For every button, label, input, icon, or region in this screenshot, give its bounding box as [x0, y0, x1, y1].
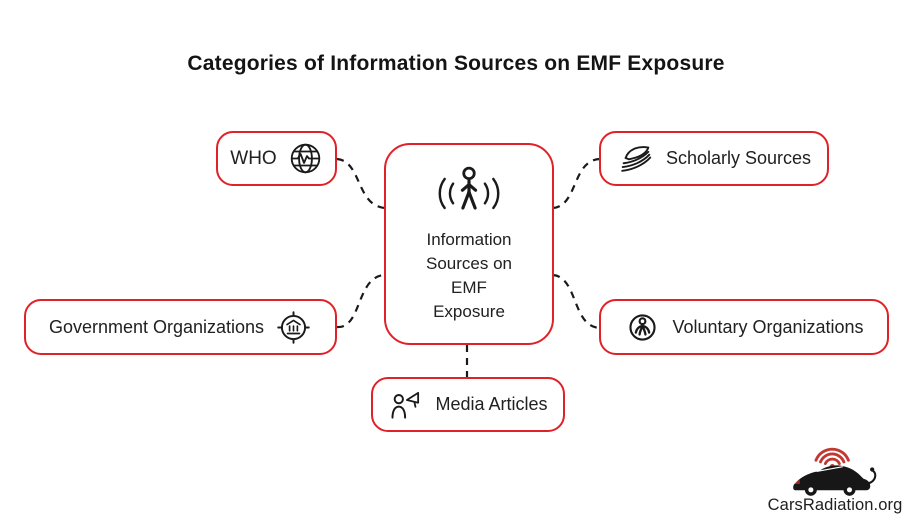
- person-circle-icon: [624, 309, 661, 346]
- bank-target-icon: [275, 309, 312, 346]
- person-megaphone-icon: [388, 387, 424, 423]
- node-label: Media Articles: [435, 394, 548, 414]
- node-label: Information Sources on EMF Exposure: [426, 229, 512, 322]
- node-scholarly-sources: Scholarly Sources: [599, 131, 829, 186]
- node-label: Scholarly Sources: [665, 148, 812, 168]
- person-signal-icon: [433, 164, 505, 222]
- connector-center-voluntary: [552, 273, 601, 330]
- car-radiation-icon: [756, 443, 912, 499]
- node-government-organizations: Government Organizations: [24, 299, 337, 355]
- node-label: Voluntary Organizations: [672, 316, 864, 337]
- node-information-sources: Information Sources on EMF Exposure: [384, 143, 554, 345]
- connector-center-scholarly: [552, 157, 601, 210]
- node-voluntary-organizations: Voluntary Organizations: [599, 299, 889, 355]
- brand-name: CarsRadiation.org: [767, 496, 903, 514]
- node-label: Government Organizations: [48, 316, 265, 337]
- globe-pulse-icon: [288, 141, 323, 176]
- page-title: Categories of Information Sources on EMF…: [187, 52, 725, 75]
- node-who: WHO: [216, 131, 337, 186]
- connector-who-center: [336, 157, 387, 210]
- node-media-articles: Media Articles: [371, 377, 565, 432]
- stacked-pages-icon: [617, 141, 655, 176]
- node-label: WHO: [230, 147, 277, 169]
- brand-logo: CarsRadiation.org: [756, 443, 912, 515]
- connector-government-center: [336, 273, 386, 329]
